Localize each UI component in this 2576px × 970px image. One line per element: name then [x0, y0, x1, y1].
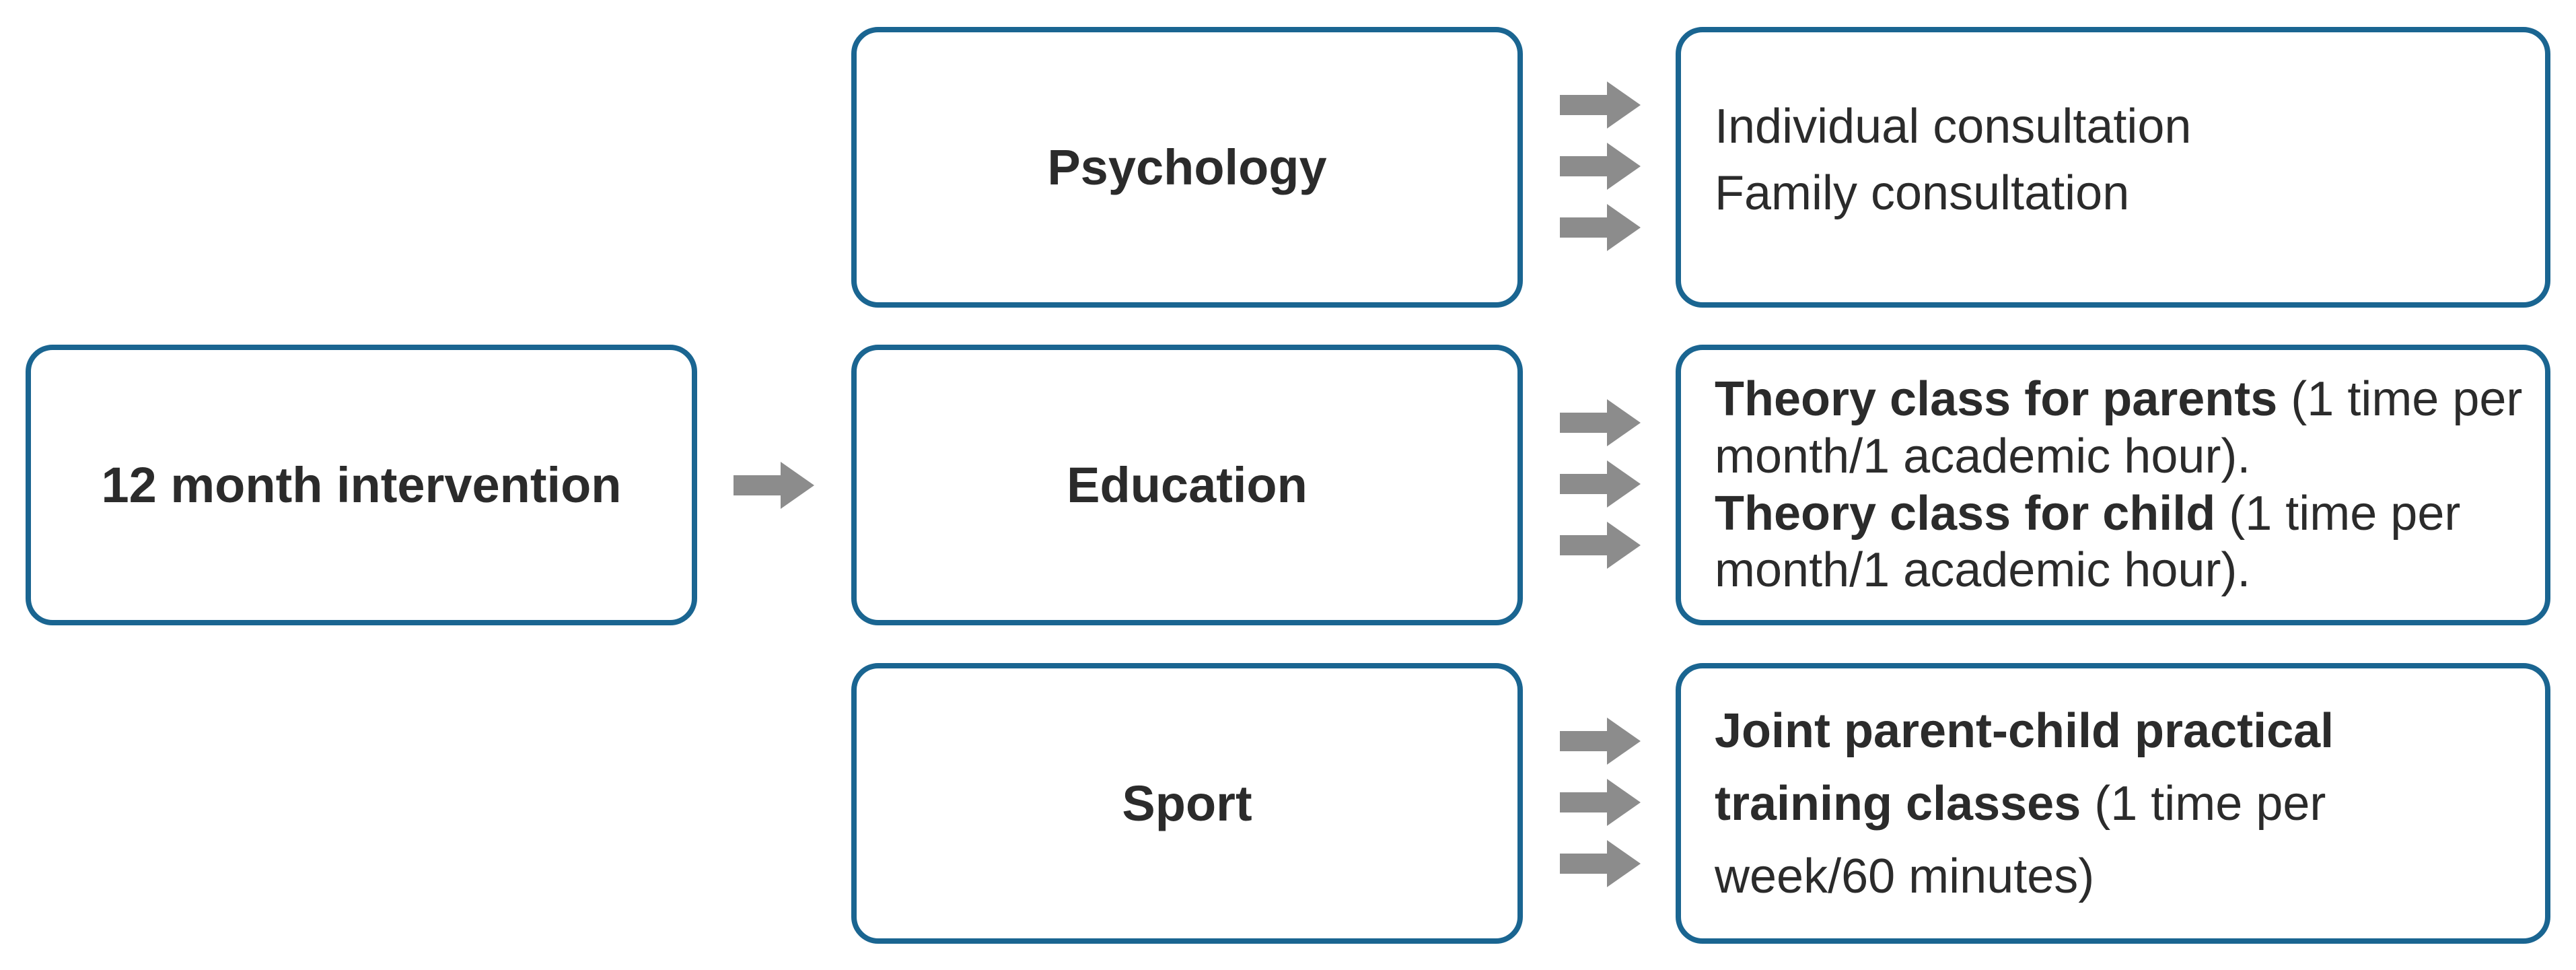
- sport-details-box: Joint parent-child practical training cl…: [1676, 663, 2550, 944]
- education-detail-child-title: Theory class for child: [1715, 486, 2216, 541]
- arrow-education-1: [1560, 399, 1641, 446]
- education-detail-parents: Theory class for parents (1 time per mon…: [1715, 371, 2525, 485]
- arrow-sport-1: [1560, 718, 1641, 765]
- sport-box: Sport: [851, 663, 1523, 944]
- psychology-box: Psychology: [851, 27, 1523, 308]
- intervention-box: 12 month intervention: [26, 345, 697, 625]
- sport-detail: Joint parent-child practical training cl…: [1715, 695, 2444, 913]
- education-detail-parents-title: Theory class for parents: [1715, 372, 2278, 426]
- arrow-psychology-1: [1560, 81, 1641, 129]
- education-box: Education: [851, 345, 1523, 625]
- intervention-label: 12 month intervention: [101, 457, 622, 513]
- arrow-psychology-3: [1560, 204, 1641, 251]
- psychology-label: Psychology: [1047, 139, 1327, 195]
- education-details-box: Theory class for parents (1 time per mon…: [1676, 345, 2550, 625]
- psychology-detail-1: Individual consultation: [1715, 100, 2192, 153]
- arrow-intervention-to-education: [734, 462, 814, 509]
- arrow-psychology-2: [1560, 143, 1641, 190]
- arrow-sport-2: [1560, 779, 1641, 826]
- arrow-education-2: [1560, 460, 1641, 508]
- arrow-education-3: [1560, 522, 1641, 569]
- sport-detail-text: (1 time per week/60 minutes): [1715, 776, 2326, 903]
- sport-detail-title: Joint parent-child practical training cl…: [1715, 703, 2334, 831]
- sport-label: Sport: [1122, 775, 1252, 831]
- psychology-details-box: Individual consultation Family consultat…: [1676, 27, 2550, 308]
- arrow-sport-3: [1560, 840, 1641, 887]
- education-detail-child: Theory class for child (1 time per month…: [1715, 485, 2525, 600]
- education-label: Education: [1067, 457, 1308, 513]
- education-detail-parents-text: (1 time per month/1 academic hour).: [1715, 372, 2523, 483]
- education-detail-child-text: (1 time per month/1 academic hour).: [1715, 486, 2461, 598]
- psychology-detail-2: Family consultation: [1715, 166, 2130, 220]
